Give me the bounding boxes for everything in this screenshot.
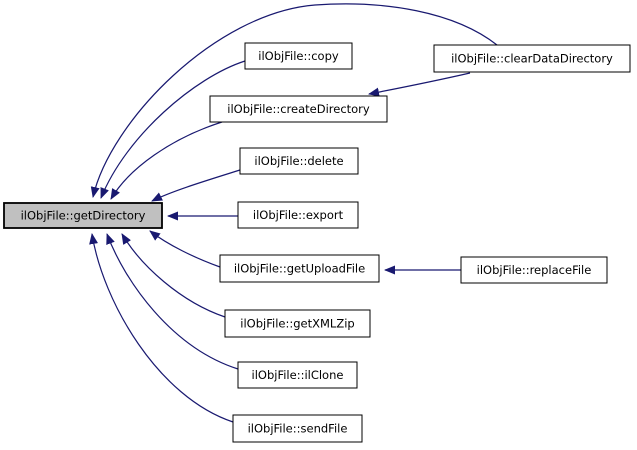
node-getuploadfile-label: ilObjFile::getUploadFile [234, 262, 365, 276]
node-replacefile-box [460, 256, 608, 284]
node-getdirectory-box [3, 202, 163, 229]
edge-cleardatadirectory-to-createdirectory [368, 72, 471, 97]
node-createdirectory[interactable]: ilObjFile::createDirectory [209, 95, 388, 123]
node-getdirectory[interactable]: ilObjFile::getDirectory [3, 202, 163, 229]
node-export[interactable]: ilObjFile::export [237, 201, 359, 229]
node-export-box [237, 201, 359, 229]
edge-layer [89, 3, 498, 423]
node-sendfile[interactable]: ilObjFile::sendFile [232, 414, 363, 443]
node-replacefile-label: ilObjFile::replaceFile [477, 263, 592, 277]
node-replacefile[interactable]: ilObjFile::replaceFile [460, 256, 608, 284]
node-ilclone-label: ilObjFile::ilClone [252, 368, 344, 382]
node-sendfile-label: ilObjFile::sendFile [248, 422, 348, 436]
node-delete-box [239, 147, 359, 175]
edge-delete-to-getdirectory [151, 169, 241, 202]
node-copy-label: ilObjFile::copy [258, 49, 339, 63]
node-delete[interactable]: ilObjFile::delete [239, 147, 359, 175]
node-createdirectory-label: ilObjFile::createDirectory [227, 102, 370, 116]
node-getuploadfile-box [219, 254, 380, 283]
edge-cleardatadirectory-to-getdirectory [90, 3, 498, 198]
node-export-label: ilObjFile::export [253, 208, 344, 222]
node-getxmlzip-label: ilObjFile::getXMLZip [240, 317, 354, 331]
node-cleardatadirectory-box [433, 44, 631, 73]
node-getuploadfile[interactable]: ilObjFile::getUploadFile [219, 254, 380, 283]
edge-getxmlzip-to-getdirectory [121, 233, 226, 318]
node-ilclone-box [237, 361, 358, 389]
node-layer: ilObjFile::getDirectory ilObjFile::copy … [3, 42, 631, 443]
node-ilclone[interactable]: ilObjFile::ilClone [237, 361, 358, 389]
node-copy-box [244, 42, 353, 70]
edge-getuploadfile-to-getdirectory [149, 230, 221, 268]
node-cleardatadirectory[interactable]: ilObjFile::clearDataDirectory [433, 44, 631, 73]
node-sendfile-box [232, 414, 363, 443]
node-copy[interactable]: ilObjFile::copy [244, 42, 353, 70]
node-getxmlzip-box [224, 309, 371, 338]
node-cleardatadirectory-label: ilObjFile::clearDataDirectory [451, 52, 613, 66]
node-getxmlzip[interactable]: ilObjFile::getXMLZip [224, 309, 371, 338]
node-getdirectory-label: ilObjFile::getDirectory [21, 209, 146, 223]
edge-sendfile-to-getdirectory [89, 233, 234, 423]
edge-createdirectory-to-getdirectory [110, 121, 223, 200]
node-delete-label: ilObjFile::delete [254, 154, 343, 168]
edge-ilclone-to-getdirectory [106, 233, 239, 370]
node-createdirectory-box [209, 95, 388, 123]
edge-copy-to-getdirectory [100, 60, 246, 199]
